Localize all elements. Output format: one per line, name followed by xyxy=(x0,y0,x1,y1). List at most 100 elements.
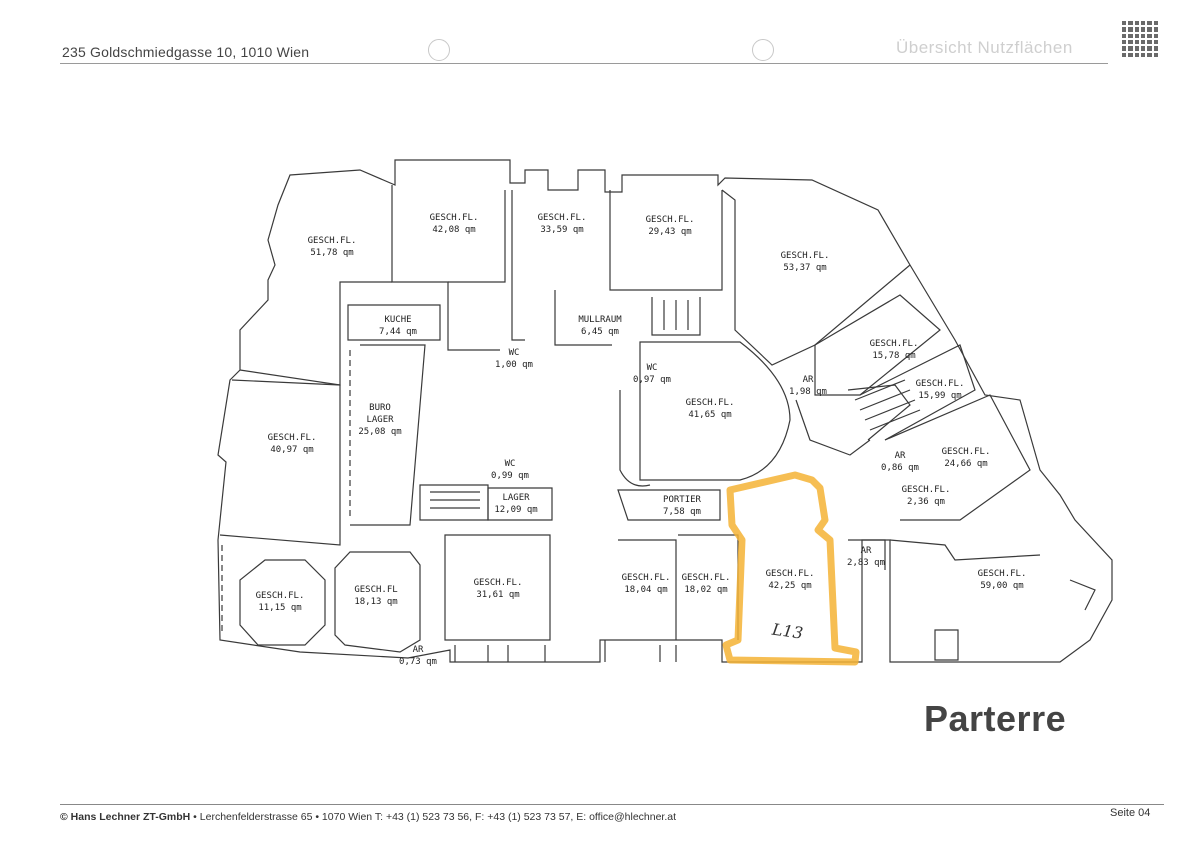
room-label: 53,37 qm xyxy=(783,263,826,273)
grid-logo-square xyxy=(1141,21,1146,26)
grid-logo-square xyxy=(1134,39,1139,45)
grid-logo-square xyxy=(1141,27,1146,32)
grid-logo-square xyxy=(1153,52,1158,57)
grid-logo-square xyxy=(1134,21,1139,26)
grid-logo-square xyxy=(1147,39,1152,45)
room-label: AR xyxy=(861,546,872,556)
room-label: LAGER xyxy=(366,415,394,425)
room-label: 1,98 qm xyxy=(789,387,827,397)
punch-hole-icon xyxy=(752,39,774,61)
room-label: 18,04 qm xyxy=(624,585,667,595)
grid-logo-square xyxy=(1128,21,1133,26)
room-label: 18,13 qm xyxy=(354,597,397,607)
grid-logo-square xyxy=(1128,46,1133,51)
grid-logo-square xyxy=(1153,33,1158,38)
grid-logo-square xyxy=(1128,39,1133,45)
room-label: 40,97 qm xyxy=(270,445,313,455)
room-label: 15,78 qm xyxy=(872,351,915,361)
grid-logo-square xyxy=(1134,33,1139,38)
room-label: GESCH.FL. xyxy=(781,251,830,261)
room-label: AR xyxy=(895,451,906,461)
room-label: GESCH.FL. xyxy=(766,569,815,579)
grid-logo-square xyxy=(1147,27,1152,32)
room-label: 51,78 qm xyxy=(310,248,353,258)
room-label: GESCH.FL. xyxy=(870,339,919,349)
room-label: GESCH.FL. xyxy=(622,573,671,583)
grid-logo-icon xyxy=(1122,21,1158,57)
footer-company: © Hans Lechner ZT-GmbH xyxy=(60,811,191,823)
wall-outlines xyxy=(217,159,1113,663)
grid-logo-square xyxy=(1147,21,1152,26)
grid-logo-square xyxy=(1122,21,1127,26)
room-label: WC xyxy=(647,363,658,373)
grid-logo-square xyxy=(1141,46,1146,51)
room-label: BURO xyxy=(369,403,391,413)
room-label: AR xyxy=(803,375,814,385)
room-label: 0,73 qm xyxy=(399,657,437,667)
grid-logo-square xyxy=(1153,27,1158,32)
grid-logo-square xyxy=(1134,46,1139,51)
room-label: 24,66 qm xyxy=(944,459,987,469)
room-label: GESCH.FL. xyxy=(682,573,731,583)
room-label: GESCH.FL. xyxy=(308,236,357,246)
room-label: 1,00 qm xyxy=(495,360,533,370)
room-label: AR xyxy=(413,645,424,655)
room-label: 0,86 qm xyxy=(881,463,919,473)
room-label: 59,00 qm xyxy=(980,581,1023,591)
room-label: MULLRAUM xyxy=(578,315,622,325)
room-label: GESCH.FL. xyxy=(430,213,479,223)
room-label: GESCH.FL xyxy=(354,585,397,595)
room-label: WC xyxy=(509,348,520,358)
room-label: GESCH.FL. xyxy=(902,485,951,495)
grid-logo-square xyxy=(1141,52,1146,57)
room-label: GESCH.FL. xyxy=(942,447,991,457)
floor-name: Parterre xyxy=(924,698,1067,739)
grid-logo-square xyxy=(1153,39,1158,45)
grid-logo-square xyxy=(1122,27,1127,32)
footer-contact: © Hans Lechner ZT-GmbH • Lerchenfelderst… xyxy=(60,811,676,823)
room-label: 2,36 qm xyxy=(907,497,945,507)
room-label: GESCH.FL. xyxy=(646,215,695,225)
room-label: 31,61 qm xyxy=(476,590,519,600)
room-label: 41,65 qm xyxy=(688,410,731,420)
room-label: GESCH.FL. xyxy=(978,569,1027,579)
punch-hole-icon xyxy=(428,39,450,61)
grid-logo-square xyxy=(1122,52,1127,57)
grid-logo-square xyxy=(1141,39,1146,45)
room-label: 12,09 qm xyxy=(494,505,537,515)
handwritten-note: L13 xyxy=(770,619,804,642)
room-label: GESCH.FL. xyxy=(686,398,735,408)
room-label: 7,58 qm xyxy=(663,507,701,517)
grid-logo-square xyxy=(1122,39,1127,45)
header-divider xyxy=(60,63,1108,64)
room-label: 15,99 qm xyxy=(918,391,961,401)
room-label: 25,08 qm xyxy=(358,427,401,437)
room-label: 33,59 qm xyxy=(540,225,583,235)
grid-logo-square xyxy=(1147,46,1152,51)
room-label: GESCH.FL. xyxy=(538,213,587,223)
header-section-title: Übersicht Nutzflächen xyxy=(896,38,1073,57)
room-label: 42,08 qm xyxy=(432,225,475,235)
room-label: 2,83 qm xyxy=(847,558,885,568)
room-label: WC xyxy=(505,459,516,469)
room-label: GESCH.FL. xyxy=(474,578,523,588)
room-labels: GESCH.FL. 51,78 qm GESCH.FL. 42,08 qm GESCH.… xyxy=(256,213,1027,667)
header-address: 235 Goldschmiedgasse 10, 1010 Wien xyxy=(62,44,310,60)
room-label: 0,99 qm xyxy=(491,471,529,481)
highlighted-unit-outline xyxy=(722,471,860,666)
grid-logo-square xyxy=(1134,27,1139,32)
grid-logo-square xyxy=(1141,33,1146,38)
grid-logo-square xyxy=(1147,33,1152,38)
room-label: 0,97 qm xyxy=(633,375,671,385)
grid-logo-square xyxy=(1153,21,1158,26)
room-label: 42,25 qm xyxy=(768,581,811,591)
room-label: 18,02 qm xyxy=(684,585,727,595)
room-label: KUCHE xyxy=(384,315,411,325)
grid-logo-square xyxy=(1122,46,1127,51)
page-number: Seite 04 xyxy=(1110,807,1151,819)
grid-logo-square xyxy=(1128,33,1133,38)
grid-logo-square xyxy=(1147,52,1152,57)
grid-logo-square xyxy=(1134,52,1139,57)
footer-divider xyxy=(60,804,1164,805)
room-label: GESCH.FL. xyxy=(268,433,317,443)
